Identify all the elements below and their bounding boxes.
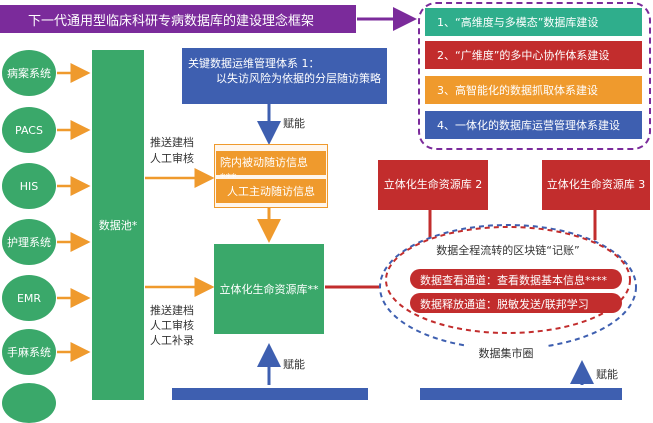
source-his: HIS xyxy=(2,163,56,209)
concept-3: 3、高智能化的数据抓取体系建设 xyxy=(425,76,642,104)
blockchain-label: 数据全程流转的区块链“记账” xyxy=(430,241,586,259)
diagram-title: 下一代通用型临床科研专病数据库的建设理念框架 xyxy=(0,5,356,33)
push-1-line2: 人工审核 xyxy=(150,152,194,165)
concept-1: 1、“高维度与多模态”数据库建设 xyxy=(425,8,642,36)
push-2-line2: 人工审核 xyxy=(150,319,194,332)
source-emr: EMR xyxy=(2,275,56,321)
resource-bank-2: 立体化生命资源库 2 xyxy=(378,160,488,210)
blockchain-ring xyxy=(385,226,631,334)
push-1-line1: 推送建档 xyxy=(150,136,194,149)
empower-label-1: 赋能 xyxy=(283,117,305,130)
source-arrows xyxy=(57,63,91,362)
push-2-line3: 人工补录 xyxy=(150,334,194,347)
passive-followup-box: 院内被动随访信息*** xyxy=(216,151,326,184)
data-pool: 数据池* xyxy=(92,50,144,400)
source-nursing: 护理系统 xyxy=(2,219,56,265)
resource-bank-box: 立体化生命资源库** xyxy=(214,244,324,334)
concepts-group xyxy=(418,2,651,150)
bottom-mgmt-box-right xyxy=(420,388,622,400)
channel-release: 数据释放通道：脱敏发送/联邦学习 xyxy=(410,293,622,313)
data-market-label: 数据集市圈 xyxy=(466,345,546,361)
push-label-1: 推送建档 人工审核 xyxy=(150,135,194,167)
mgmt-line-1: 关键数据运维管理体系 1： xyxy=(188,57,320,70)
bottom-mgmt-box-left xyxy=(172,388,368,400)
source-anesthesia: 手麻系统 xyxy=(2,329,56,375)
mgmt-system-box: 关键数据运维管理体系 1： 以失访风险为依据的分层随访策略 xyxy=(182,48,387,104)
active-followup-box: 人工主动随访信息 xyxy=(216,179,326,203)
push-label-2: 推送建档 人工审核 人工补录 xyxy=(150,303,194,348)
empower-label-2: 赋能 xyxy=(283,358,305,371)
connector-layer xyxy=(57,7,637,385)
mgmt-line-2: 以失访风险为依据的分层随访策略 xyxy=(216,72,381,85)
concept-2: 2、“广维度”的多中心协作体系建设 xyxy=(425,41,642,69)
resource-bank-3: 立体化生命资源库 3 xyxy=(542,160,650,210)
source-partial xyxy=(2,383,56,423)
concept-4: 4、一体化的数据库运营管理体系建设 xyxy=(425,111,642,139)
source-emr-archive: 病案系统 xyxy=(2,50,56,96)
empower-label-3: 赋能 xyxy=(596,368,618,381)
channel-view: 数据查看通道：查看数据基本信息**** xyxy=(410,269,622,289)
push-2-line1: 推送建档 xyxy=(150,304,194,317)
source-pacs: PACS xyxy=(2,107,56,153)
